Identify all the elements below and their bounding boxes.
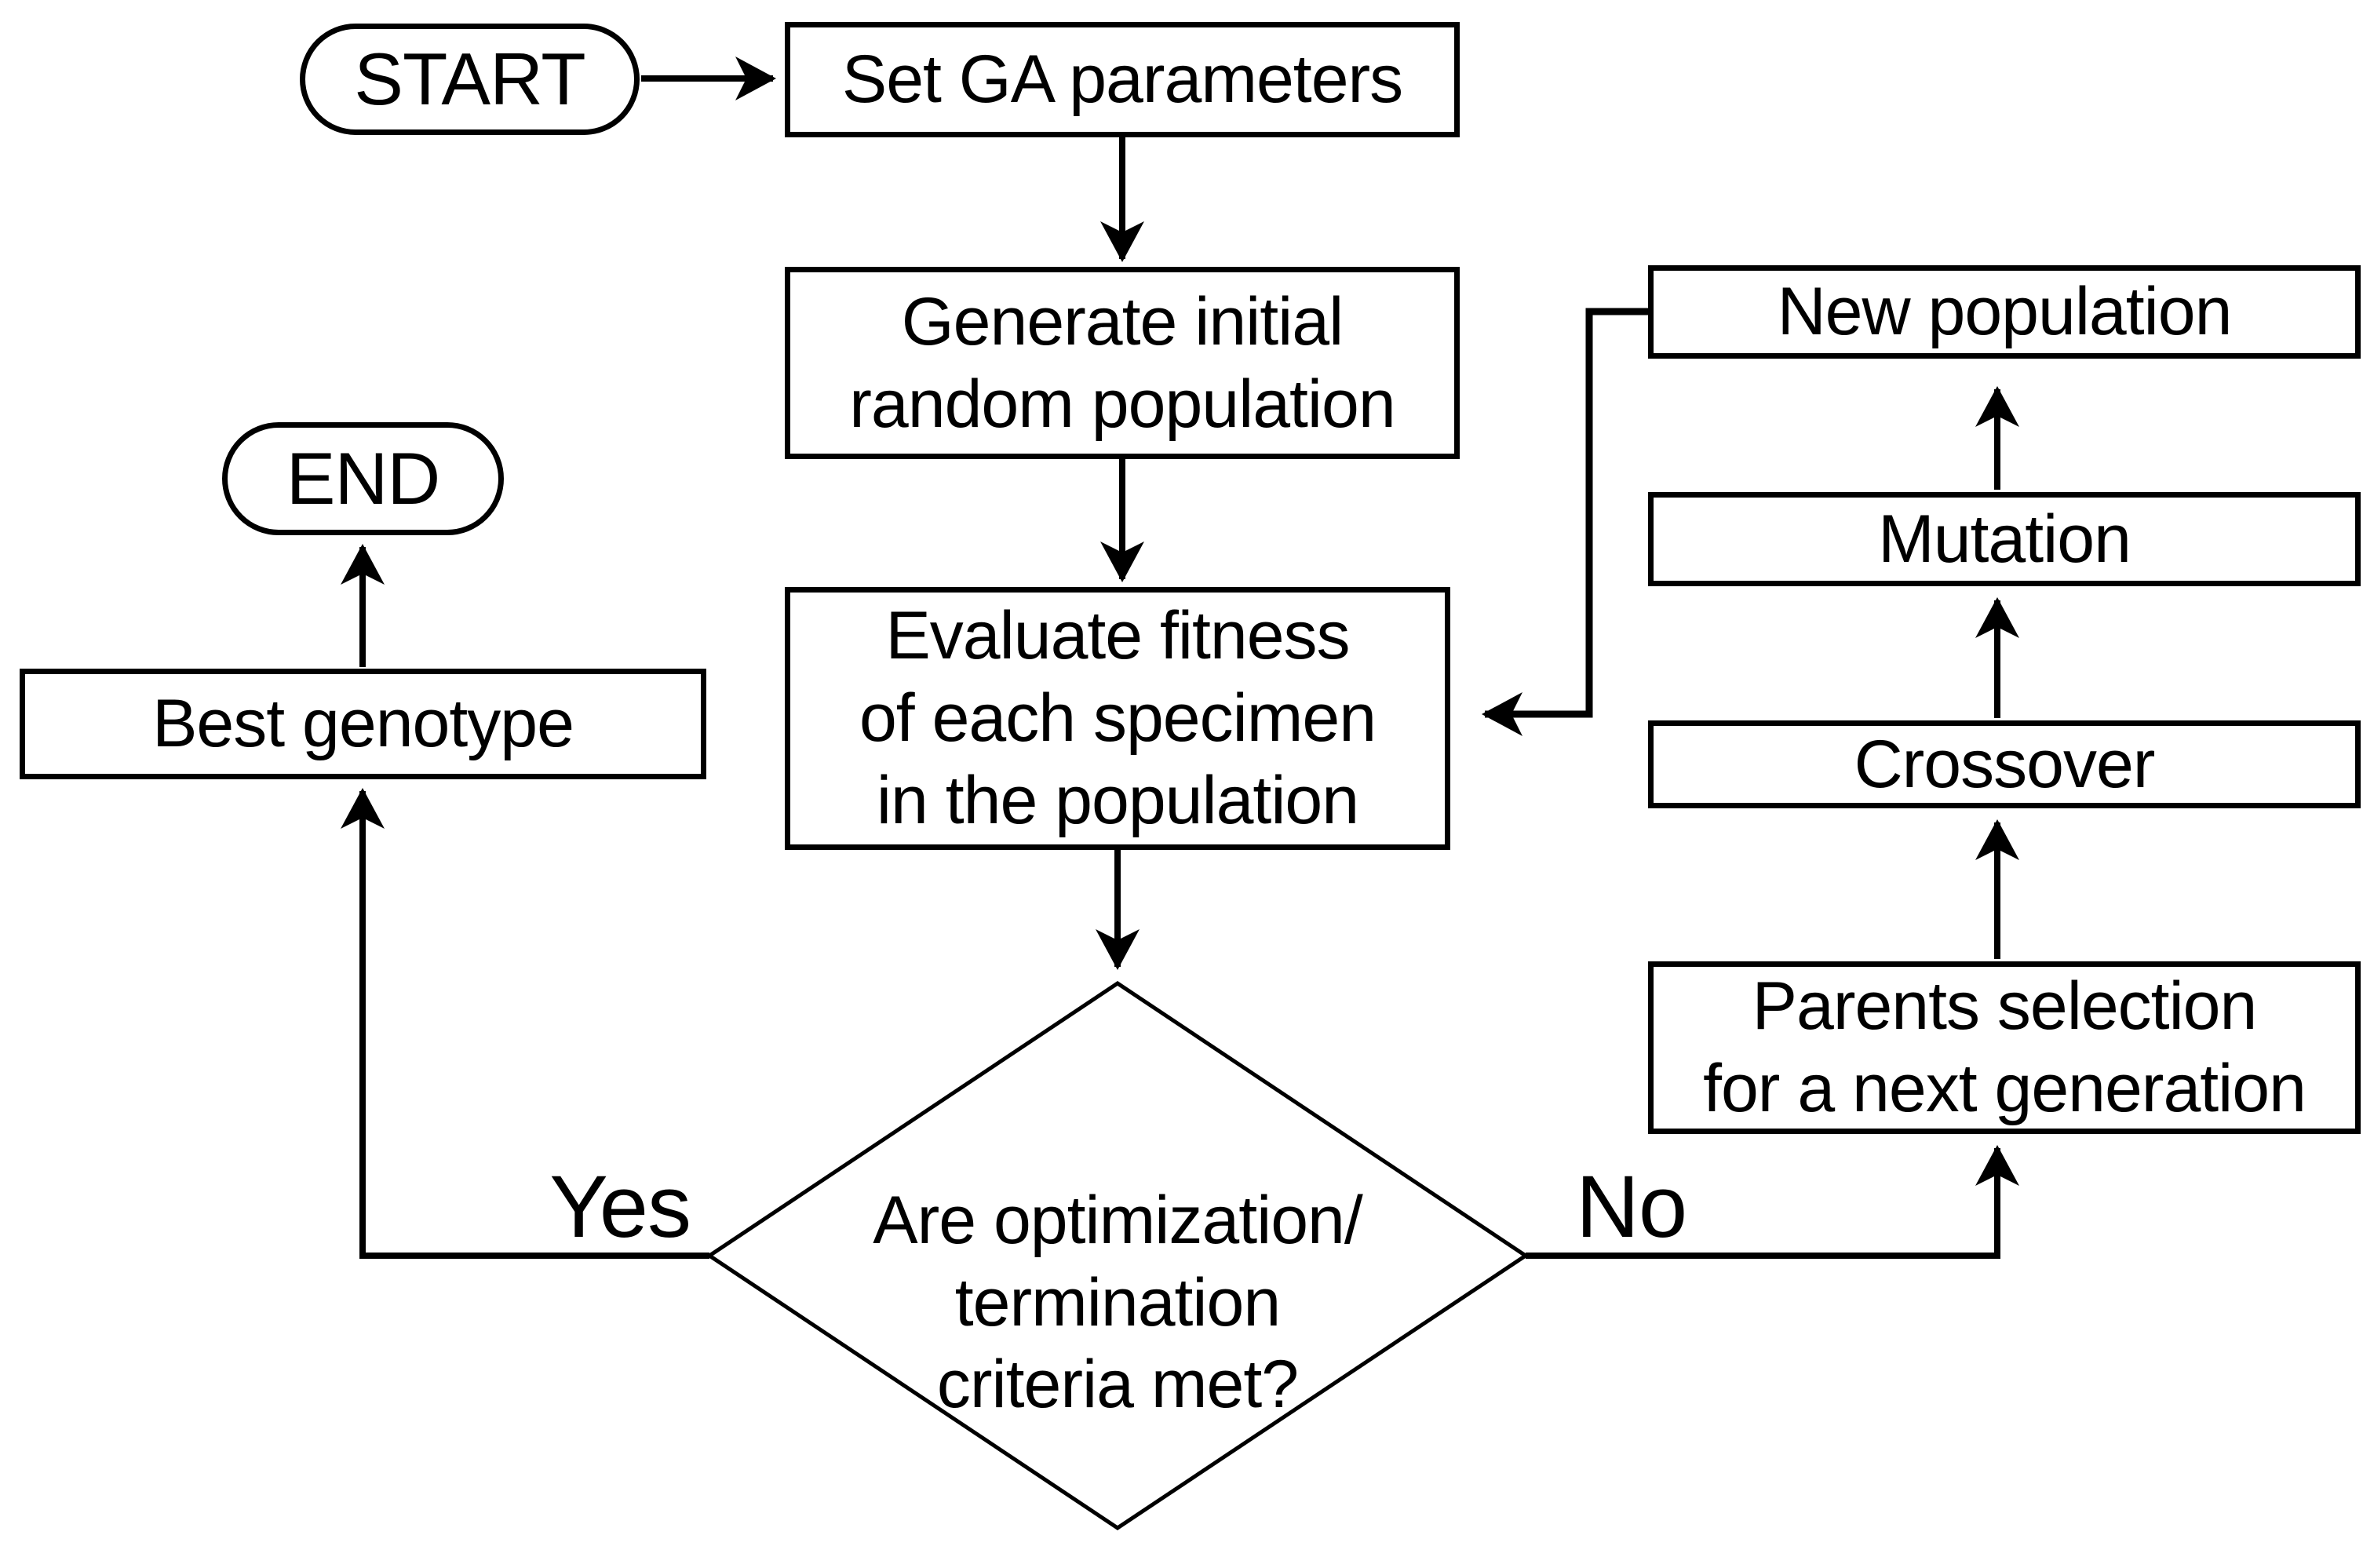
decision-diamond-shape	[706, 980, 1530, 1531]
new-population-box: New population	[1648, 265, 2361, 359]
edge-newpop-to-evaluate	[1482, 308, 1648, 736]
set-ga-parameters-box: Set GA parameters	[785, 22, 1460, 137]
yes-edge-label: Yes	[549, 1158, 691, 1256]
mutation-box: Mutation	[1648, 492, 2361, 586]
best-genotype-box: Best genotype	[20, 669, 706, 779]
start-label: START	[354, 37, 585, 120]
crossover-label: Crossover	[1854, 726, 2156, 802]
generate-population-label: Generate initial random population	[849, 283, 1395, 442]
no-edge-label: No	[1576, 1158, 1687, 1256]
set-ga-parameters-label: Set GA parameters	[841, 42, 1403, 118]
end-terminator: END	[222, 422, 504, 535]
edge-yes-to-best-genotype	[341, 788, 709, 1259]
best-genotype-label: Best genotype	[152, 686, 574, 762]
decision-label: Are optimization/ termination criteria m…	[873, 1182, 1363, 1423]
edge-no-to-parents	[1526, 1145, 2019, 1259]
parents-selection-label: Parents selection for a next generation	[1703, 968, 2306, 1126]
start-terminator: START	[300, 24, 640, 135]
evaluate-fitness-box: Evaluate fitness of each specimen in the…	[785, 587, 1450, 850]
mutation-label: Mutation	[1878, 501, 2131, 577]
decision-diamond: Are optimization/ termination criteria m…	[741, 1146, 1494, 1460]
parents-selection-box: Parents selection for a next generation	[1648, 961, 2361, 1134]
generate-population-box: Generate initial random population	[785, 267, 1460, 459]
crossover-box: Crossover	[1648, 720, 2361, 808]
new-population-label: New population	[1777, 274, 2233, 350]
evaluate-fitness-label: Evaluate fitness of each specimen in the…	[859, 598, 1377, 838]
end-label: END	[286, 436, 440, 520]
